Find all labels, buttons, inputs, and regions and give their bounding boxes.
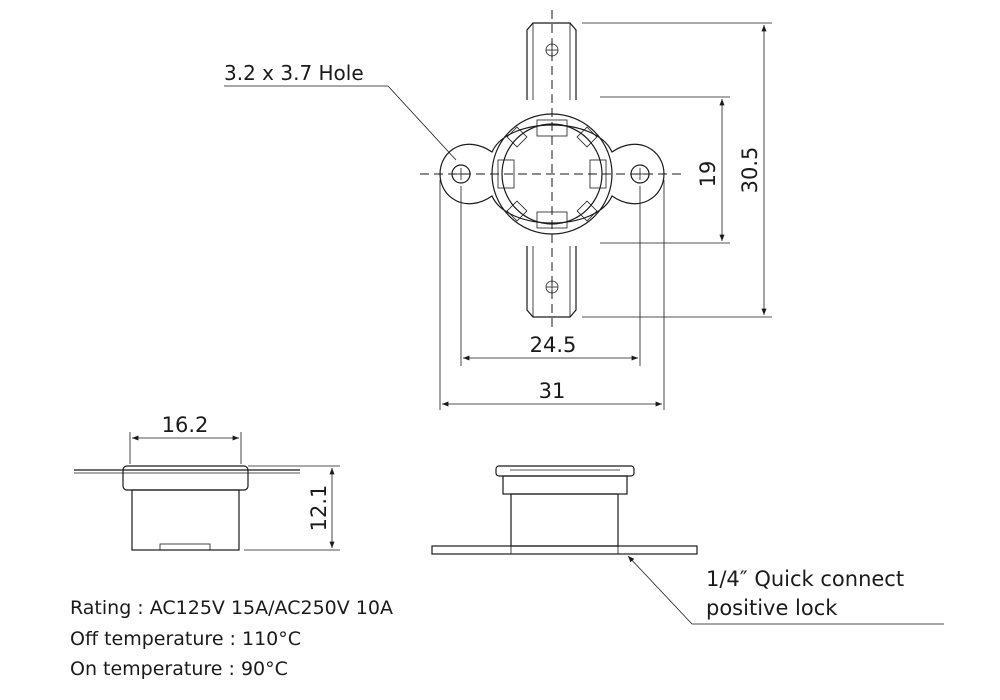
hole-label: 3.2 x 3.7 Hole [224,61,364,85]
dim-12-1: 12.1 [244,465,340,551]
front-cap [502,475,628,495]
off-temperature-spec: Off temperature : 110°C [70,628,302,650]
front-cap-top [495,465,635,477]
dim-16-2-label: 16.2 [162,413,209,437]
dim-30-5: 30.5 [582,22,772,318]
lower-terminal [526,246,577,318]
connector-callout: 1/4″ Quick connect positive lock [627,555,944,625]
dim-31: 31 [439,180,665,410]
dim-24-5: 24.5 [460,186,641,366]
side-bottom-tab [159,543,211,551]
rating-spec: Rating : AC125V 15A/AC250V 10A [70,597,393,619]
dim-16-2: 16.2 [129,413,242,464]
dim-19: 19 [600,96,730,244]
connector-label-line1: 1/4″ Quick connect [706,567,904,591]
side-body [131,489,240,551]
hole-callout: 3.2 x 3.7 Hole [224,61,457,161]
upper-terminal [526,22,577,100]
side-view [74,465,300,551]
dim-19-label: 19 [696,161,720,188]
dim-30-5-label: 30.5 [738,147,762,194]
dim-24-5-label: 24.5 [530,333,577,357]
front-view [431,465,698,555]
dim-12-1-label: 12.1 [307,485,331,532]
front-body [510,493,619,547]
dim-31-label: 31 [539,379,566,403]
front-base-plate [431,545,698,555]
on-temperature-spec: On temperature : 90°C [70,658,288,680]
top-view [420,10,686,330]
connector-label-line2: positive lock [706,596,838,620]
